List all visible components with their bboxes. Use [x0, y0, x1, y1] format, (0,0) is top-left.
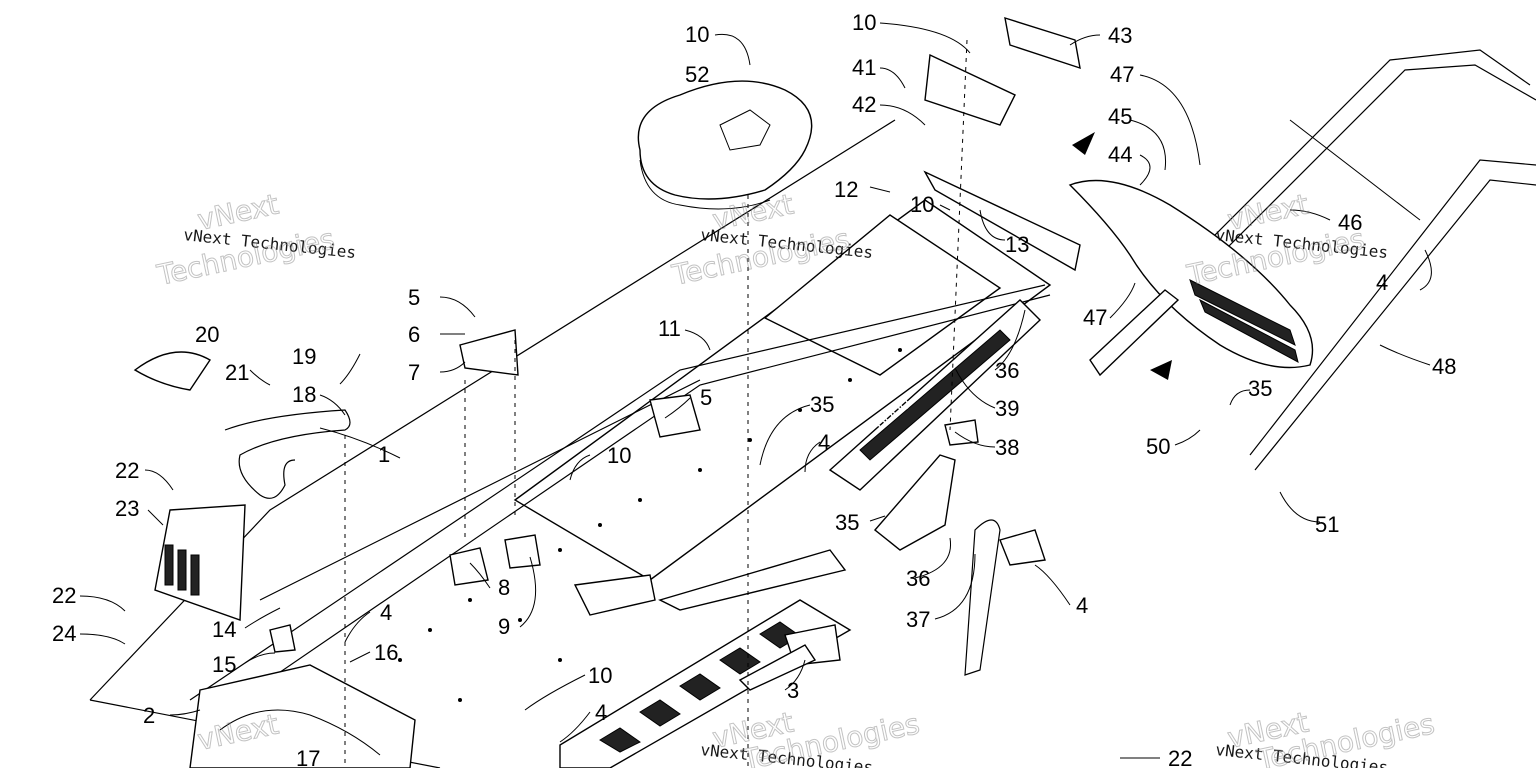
seat-part: [637, 80, 813, 210]
callout-label: 39: [995, 396, 1019, 421]
callout-label: 36: [906, 566, 930, 591]
callout-label: 11: [658, 316, 681, 341]
callout-label: 22: [52, 583, 76, 608]
callout-label: 9: [498, 614, 510, 639]
callout-label: 10: [685, 22, 709, 47]
left-parts: [133, 351, 351, 621]
callout-label: 35: [835, 510, 859, 535]
callout-label: 41: [852, 55, 876, 80]
tunnel-chassis: [89, 119, 1052, 768]
callout-label: 10: [607, 443, 631, 468]
side-decal-panel: 6000: [828, 299, 1042, 491]
callout-label: 46: [1338, 210, 1362, 235]
callout-label: 10: [588, 663, 612, 688]
rail-47: [1089, 289, 1180, 377]
callout-label: 12: [834, 177, 858, 202]
bracket-36-37: [873, 454, 1001, 676]
callout-label: 2: [143, 703, 155, 728]
callout-label: 22: [115, 458, 139, 483]
watermark-outline: vNext: [1225, 188, 1312, 237]
rear-bumper-48: [1159, 49, 1536, 471]
callout-label: 15: [212, 652, 236, 677]
arrow-marker: [1150, 360, 1172, 380]
callout-label: 21: [225, 360, 249, 385]
callout-label: 7: [408, 360, 420, 385]
callout-label: 3: [787, 678, 799, 703]
callout-label: 44: [1108, 142, 1132, 167]
bracket-parts: [923, 16, 1081, 272]
callout-label: 8: [498, 575, 510, 600]
watermark-outline: vNext: [195, 188, 282, 237]
callout-label: 50: [1146, 434, 1170, 459]
callout-label: 13: [1005, 232, 1029, 257]
callout-label: 24: [52, 621, 76, 646]
small-hardware: [269, 329, 1046, 691]
callout-label: 35: [1248, 376, 1272, 401]
callout-label: 45: [1108, 104, 1132, 129]
callout-label: 4: [380, 600, 392, 625]
callout-label: 5: [408, 285, 420, 310]
callout-label: 4: [818, 430, 830, 455]
callout-label: 51: [1315, 512, 1339, 537]
callout-label: 52: [685, 62, 709, 87]
callout-label: 43: [1108, 23, 1132, 48]
callout-label: 36: [995, 358, 1019, 383]
callout-label: 23: [115, 496, 139, 521]
callout-label: 47: [1110, 62, 1134, 87]
callout-label: 19: [292, 344, 316, 369]
callout-label: 16: [374, 640, 398, 665]
callout-label: 20: [195, 322, 219, 347]
callout-label: 6: [408, 322, 420, 347]
callout-label: 17: [296, 746, 320, 768]
callout-label: 10: [852, 10, 876, 35]
callout-label: 47: [1083, 305, 1107, 330]
callout-label: 35: [810, 392, 834, 417]
callout-label: 4: [1376, 270, 1388, 295]
callout-label: 22: [1168, 746, 1192, 768]
fastener-lines: [344, 39, 968, 768]
running-board: [559, 549, 852, 768]
callout-label: 48: [1432, 354, 1456, 379]
callout-label: 10: [910, 192, 934, 217]
callout-label: 42: [852, 92, 876, 117]
arrow-marker: [1072, 132, 1095, 155]
callout-label: 38: [995, 435, 1019, 460]
callout-label: 37: [906, 607, 930, 632]
leader-lines: [79, 22, 1432, 759]
callout-label: 14: [212, 617, 236, 642]
callout-label: 1: [378, 442, 390, 467]
callout-label: 4: [1076, 593, 1088, 618]
callout-label: 5: [700, 385, 712, 410]
callout-label: 4: [595, 700, 607, 725]
callout-labels: 10 52 10 41 42 43 47 45 44 46 12 10 13 4…: [52, 10, 1456, 768]
callout-label: 18: [292, 382, 316, 407]
rear-body-44: [1068, 179, 1314, 369]
